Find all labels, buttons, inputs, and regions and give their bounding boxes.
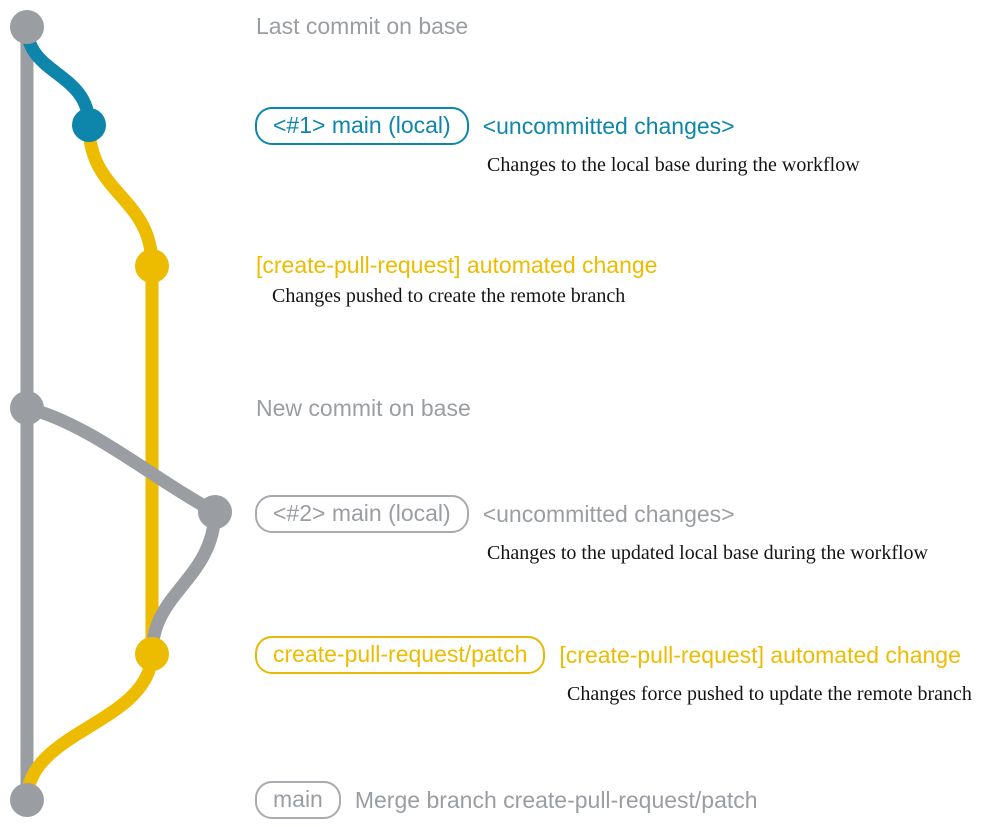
commit-node-patch-1[interactable] [135, 249, 169, 283]
row-new-commit-on-base: New commit on base [256, 395, 471, 421]
commit-node-base-new[interactable] [10, 391, 44, 425]
branch-pill-patch[interactable]: create-pull-request/patch [255, 636, 546, 674]
commit-subject-merge: Merge branch create-pull-request/patch [354, 787, 758, 813]
last-commit-label: Last commit on base [256, 13, 469, 39]
edge-patch-merge-to-base [20, 647, 159, 807]
commit-node-local-2[interactable] [198, 495, 232, 529]
row-automated-change-2: create-pull-request/patch [create-pull-r… [255, 636, 972, 706]
branch-pill-main-local-1[interactable]: <#1> main (local) [255, 107, 469, 145]
commit-subject-uncommitted-1: <uncommitted changes> [482, 113, 735, 139]
row-local-main-1-headline: <#1> main (local) <uncommitted changes> [255, 107, 860, 145]
commit-node-merge[interactable] [10, 783, 44, 817]
commit-note-updated-local-base: Changes to the updated local base during… [487, 542, 928, 564]
commit-subject-automated-2: [create-pull-request] automated change [559, 642, 961, 668]
edge-local-1-to-patch [82, 118, 159, 273]
row-last-commit-on-base: Last commit on base [256, 13, 468, 39]
branch-pill-main-local-2[interactable]: <#2> main (local) [255, 495, 469, 533]
commit-note-pushed-create: Changes pushed to create the remote bran… [272, 285, 626, 307]
edge-local-2-to-patch [145, 505, 222, 661]
row-automated-change-1-headline: [create-pull-request] automated change [256, 252, 657, 278]
commit-node-patch-2[interactable] [135, 637, 169, 671]
commit-note-force-pushed: Changes force pushed to update the remot… [567, 683, 972, 705]
commit-subject-uncommitted-2: <uncommitted changes> [482, 501, 735, 527]
commit-note-local-base: Changes to the local base during the wor… [487, 154, 860, 176]
row-local-main-2: <#2> main (local) <uncommitted changes> … [255, 495, 928, 565]
commit-subject-automated-1: [create-pull-request] automated change [256, 252, 658, 278]
edge-base-to-local-1 [20, 20, 96, 132]
row-automated-change-1: [create-pull-request] automated change C… [256, 252, 657, 308]
row-automated-change-2-headline: create-pull-request/patch [create-pull-r… [255, 636, 972, 674]
row-local-main-1: <#1> main (local) <uncommitted changes> … [255, 107, 860, 177]
new-commit-label: New commit on base [256, 395, 471, 421]
commit-node-local-1[interactable] [72, 108, 106, 142]
row-merge-commit: main Merge branch create-pull-request/pa… [255, 781, 758, 819]
branch-pill-main[interactable]: main [255, 781, 341, 819]
edge-base-to-local-2 [20, 401, 222, 519]
commit-node-base-last[interactable] [10, 10, 44, 44]
row-local-main-2-headline: <#2> main (local) <uncommitted changes> [255, 495, 928, 533]
